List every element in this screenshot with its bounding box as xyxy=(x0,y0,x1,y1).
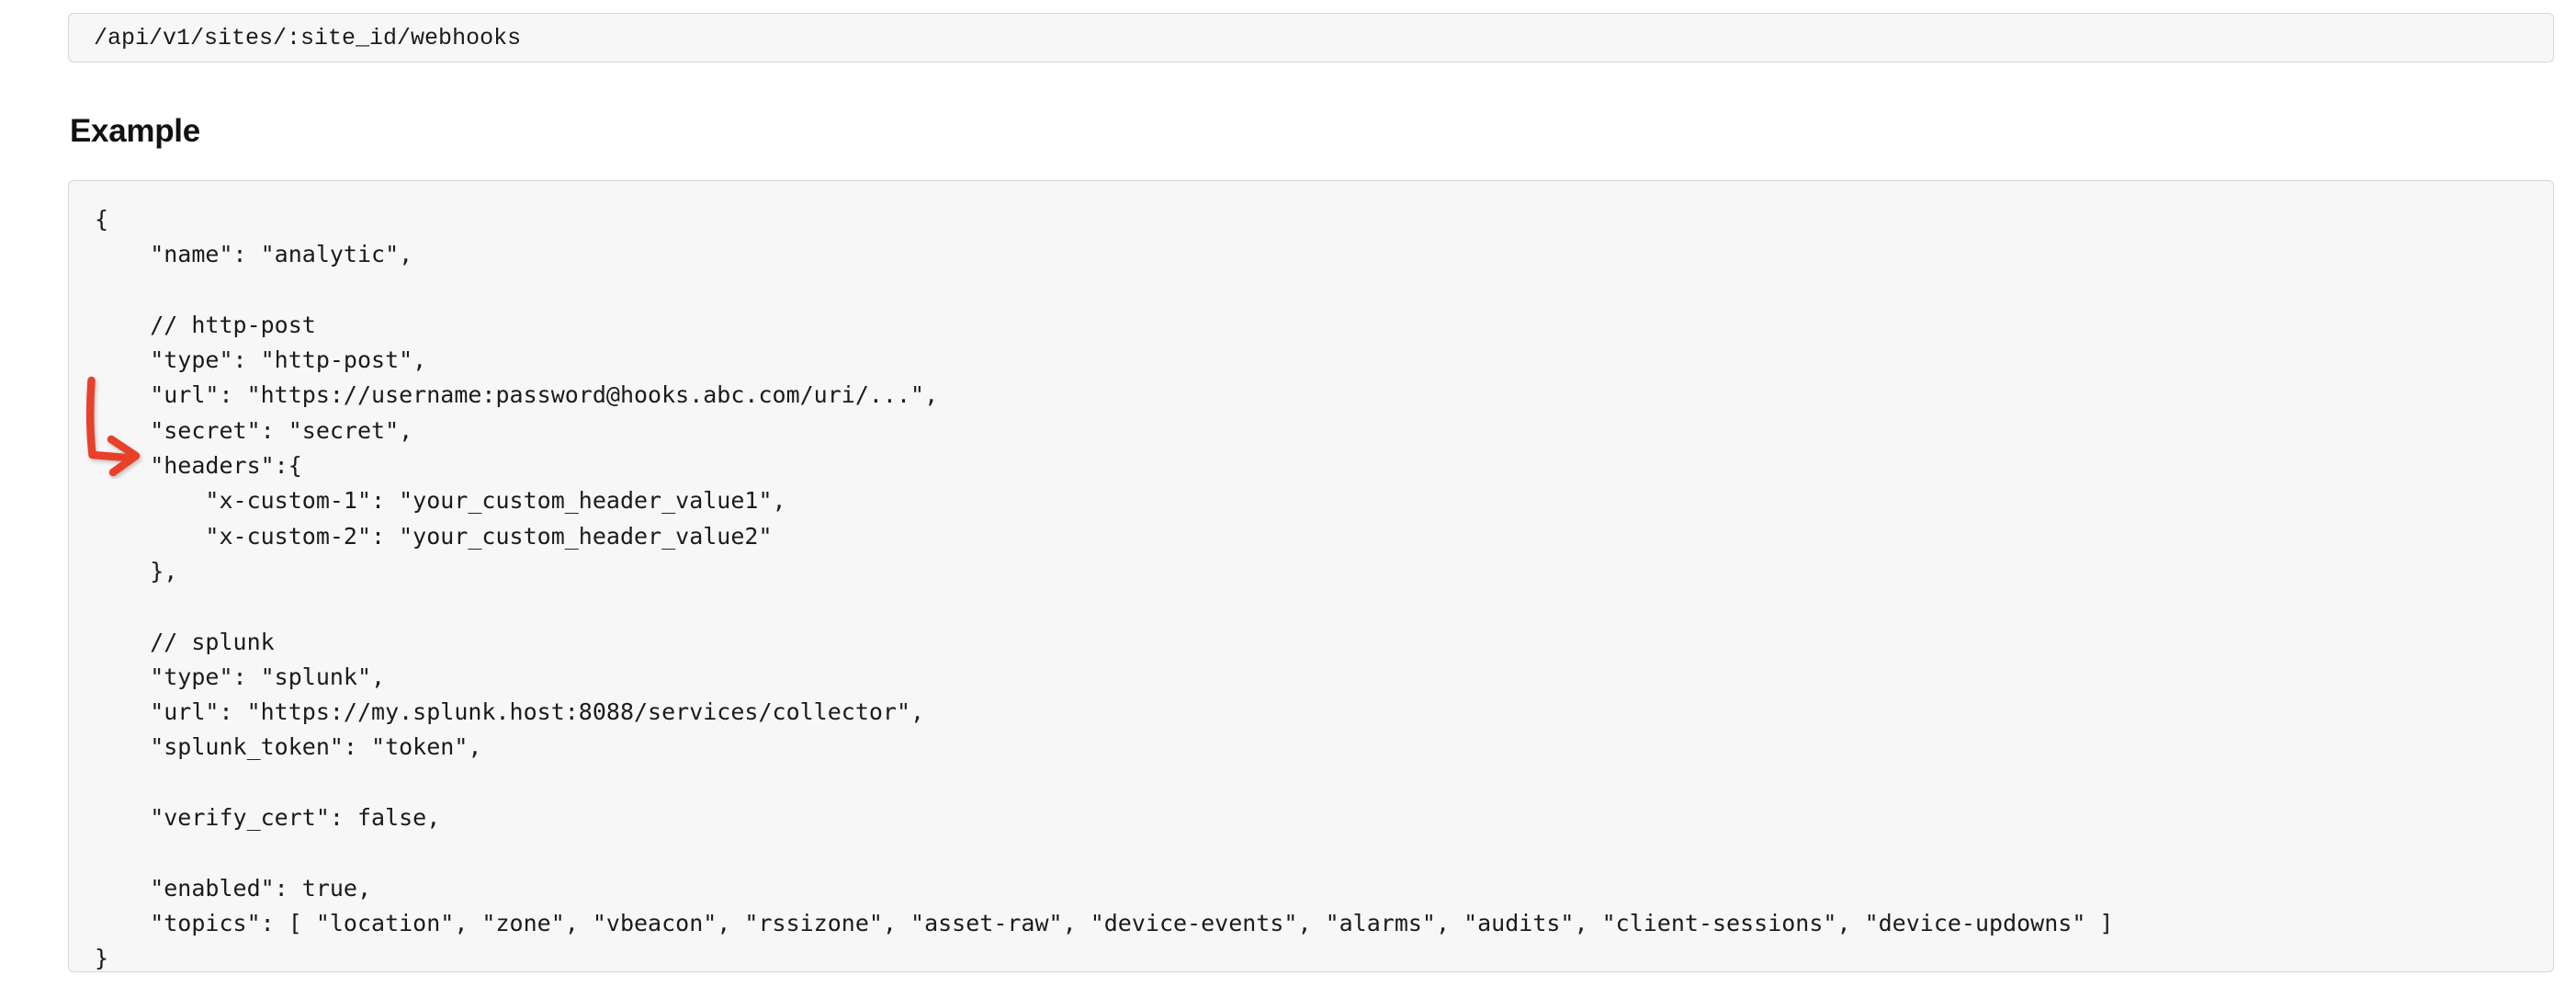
code-line: "splunk_token": "token", xyxy=(95,733,482,761)
code-line xyxy=(95,273,2553,308)
code-line: "x-custom-2": "your_custom_header_value2… xyxy=(95,522,773,550)
code-line: "name": "analytic", xyxy=(95,241,413,268)
example-code-block: { "name": "analytic", // http-post "type… xyxy=(68,180,2554,972)
code-line: "enabled": true, xyxy=(95,874,372,902)
code-line xyxy=(95,589,2553,624)
code-line: "x-custom-1": "your_custom_header_value1… xyxy=(95,487,786,515)
endpoint-path-text: /api/v1/sites/:site_id/webhooks xyxy=(94,24,522,51)
code-lines: { "name": "analytic", // http-post "type… xyxy=(95,202,2553,972)
code-line: "secret": "secret", xyxy=(95,416,413,444)
endpoint-path-box: /api/v1/sites/:site_id/webhooks xyxy=(68,13,2554,62)
code-line: "topics": [ "location", "zone", "vbeacon… xyxy=(95,909,2114,936)
code-line: "url": "https://my.splunk.host:8088/serv… xyxy=(95,698,925,726)
code-line xyxy=(95,766,2553,800)
code-line: // http-post xyxy=(95,311,316,338)
code-line: "type": "http-post", xyxy=(95,346,427,374)
example-section-heading: Example xyxy=(70,113,200,149)
code-line: "url": "https://username:password@hooks.… xyxy=(95,381,939,409)
code-line: }, xyxy=(95,557,178,584)
code-content: { "name": "analytic", // http-post "type… xyxy=(69,181,2553,972)
code-line: "type": "splunk", xyxy=(95,663,386,690)
code-line xyxy=(95,835,2553,870)
code-line: { xyxy=(95,206,109,233)
code-line: // splunk xyxy=(95,628,275,655)
code-line: } xyxy=(95,945,109,972)
code-line: "verify_cert": false, xyxy=(95,804,441,832)
code-line: "headers":{ xyxy=(95,452,302,480)
